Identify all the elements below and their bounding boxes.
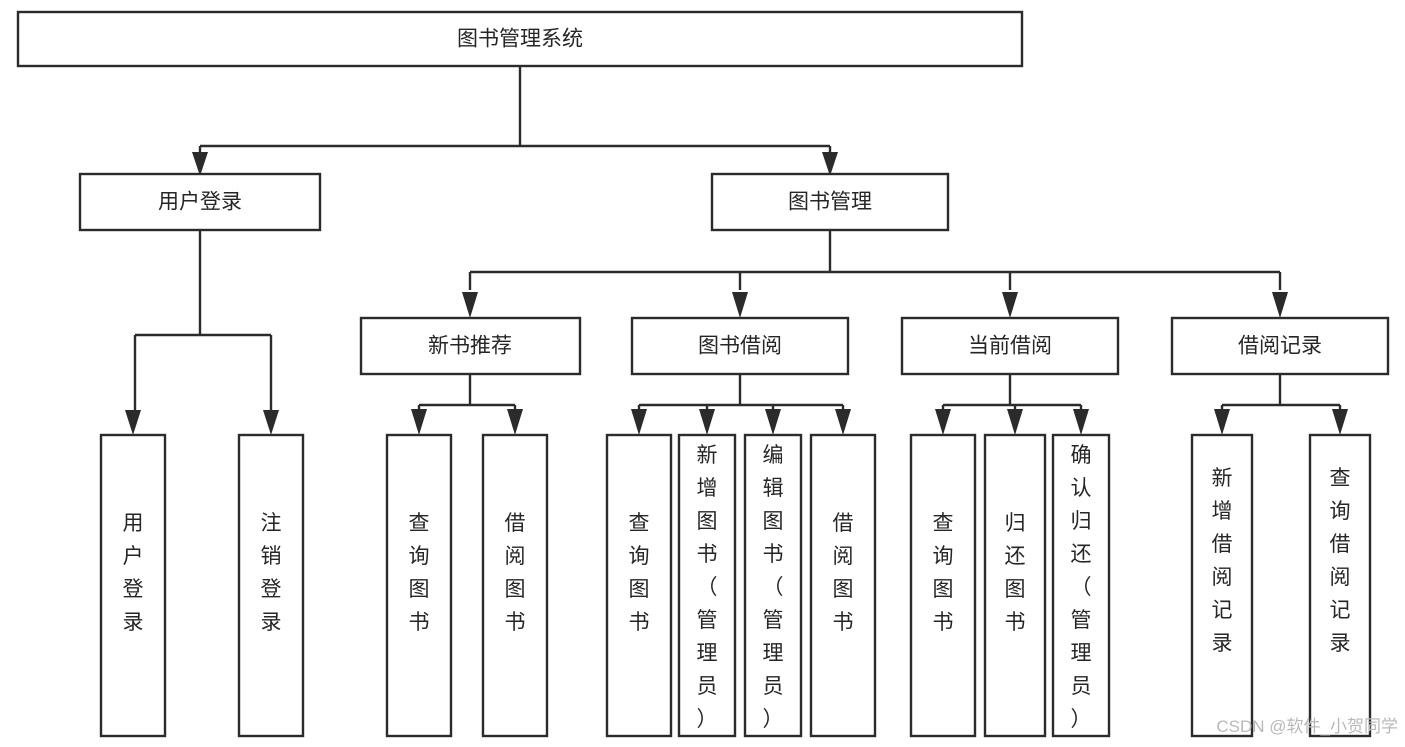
link-borrow-record-bus <box>1220 374 1342 414</box>
node-leaf-edit-book-admin-label: 编辑图书（管理员） <box>763 444 784 731</box>
arrow-to-book-borrow <box>732 292 748 318</box>
arrow-to-leaf-query-borrow-record <box>1332 409 1348 435</box>
node-borrow-record-label: 借阅记录 <box>1238 335 1322 358</box>
node-borrow-record[interactable]: 借阅记录 <box>1170 316 1390 376</box>
arrow-to-current-borrow <box>1002 292 1018 318</box>
node-book-borrow-box[interactable] <box>630 316 850 376</box>
node-book-borrow-label: 图书借阅 <box>698 335 782 358</box>
arrow-to-leaf-return-book <box>1007 409 1023 435</box>
link-book-borrow-bus <box>637 374 845 414</box>
arrow-to-user-login <box>192 152 208 176</box>
node-leaf-logout[interactable]: 注销登录 <box>237 433 305 738</box>
node-leaf-query-borrow-record[interactable]: 查询借阅记录 <box>1308 433 1372 738</box>
link-root-to-level2-bus <box>198 66 832 162</box>
arrow-to-new-book-recommend <box>462 292 478 318</box>
node-leaf-add-borrow-record[interactable]: 新增借阅记录 <box>1190 433 1254 738</box>
arrow-to-leaf-query-book-recommend <box>411 409 427 435</box>
csdn-watermark: CSDN @软件_小贺同学 <box>1216 717 1398 736</box>
node-leaf-query-book-borrow-label: 查询图书 <box>629 512 650 634</box>
arrow-to-leaf-borrow-book <box>835 409 851 435</box>
link-current-borrow-bus <box>941 374 1083 414</box>
node-book-manage-box[interactable] <box>710 172 950 232</box>
node-leaf-logout-label: 注销登录 <box>261 512 282 634</box>
node-leaf-return-book-box[interactable] <box>983 433 1047 738</box>
node-current-borrow-box[interactable] <box>900 316 1120 376</box>
node-leaf-edit-book-admin-box[interactable] <box>743 433 803 738</box>
link-user-login-bus <box>133 230 273 422</box>
node-new-book-recommend-label: 新书推荐 <box>428 335 512 358</box>
arrow-to-leaf-edit-book-admin <box>765 409 781 435</box>
node-leaf-query-book-current-label: 查询图书 <box>933 512 954 634</box>
node-book-manage[interactable]: 图书管理 <box>710 172 950 232</box>
node-leaf-add-borrow-record-box[interactable] <box>1190 433 1254 738</box>
node-new-book-recommend[interactable]: 新书推荐 <box>359 316 582 376</box>
node-leaf-borrow-book[interactable]: 借阅图书 <box>809 433 877 738</box>
node-leaf-user-login-box[interactable] <box>99 433 167 738</box>
node-leaf-borrow-book-label: 借阅图书 <box>833 512 854 634</box>
arrow-to-leaf-add-book-admin <box>699 409 715 435</box>
arrow-to-leaf-add-borrow-record <box>1214 409 1230 435</box>
node-leaf-borrow-book-box[interactable] <box>809 433 877 738</box>
node-new-book-recommend-box[interactable] <box>359 316 582 376</box>
node-leaf-confirm-return-admin[interactable]: 确认归还（管理员） <box>1051 433 1111 738</box>
node-leaf-query-book-current[interactable]: 查询图书 <box>909 433 977 738</box>
node-book-manage-label: 图书管理 <box>788 191 872 214</box>
node-leaf-add-book-admin-label: 新增图书（管理员） <box>697 444 718 731</box>
arrow-to-leaf-borrow-book-recommend <box>507 409 523 435</box>
node-leaf-add-book-admin-box[interactable] <box>677 433 737 738</box>
arrow-to-book-manage <box>822 152 838 176</box>
node-leaf-query-book-current-box[interactable] <box>909 433 977 738</box>
node-leaf-query-book-recommend-box[interactable] <box>385 433 453 738</box>
node-leaf-query-borrow-record-box[interactable] <box>1308 433 1372 738</box>
node-root[interactable]: 图书管理系统 <box>16 10 1024 68</box>
node-leaf-query-book-borrow-box[interactable] <box>605 433 673 738</box>
node-leaf-query-book-recommend-label: 查询图书 <box>409 512 430 634</box>
node-leaf-logout-box[interactable] <box>237 433 305 738</box>
arrow-to-leaf-user-login <box>125 410 141 435</box>
link-new-book-recommend-bus <box>417 374 517 414</box>
node-root-label: 图书管理系统 <box>457 28 583 51</box>
node-leaf-user-login-label: 用户登录 <box>123 512 144 634</box>
node-root-box[interactable] <box>16 10 1024 68</box>
node-leaf-confirm-return-admin-label: 确认归还（管理员） <box>1071 444 1092 731</box>
node-current-borrow[interactable]: 当前借阅 <box>900 316 1120 376</box>
node-current-borrow-label: 当前借阅 <box>968 335 1052 358</box>
arrow-to-leaf-logout <box>263 410 279 435</box>
arrow-to-borrow-record <box>1272 292 1288 318</box>
connector-layer <box>125 66 1348 435</box>
node-leaf-return-book[interactable]: 归还图书 <box>983 433 1047 738</box>
node-leaf-borrow-book-recommend[interactable]: 借阅图书 <box>481 433 549 738</box>
node-borrow-record-box[interactable] <box>1170 316 1390 376</box>
arrow-to-leaf-query-book-borrow <box>631 409 647 435</box>
node-leaf-query-borrow-record-label: 查询借阅记录 <box>1330 467 1351 655</box>
node-user-login-label: 用户登录 <box>158 191 242 214</box>
node-leaf-confirm-return-admin-box[interactable] <box>1051 433 1111 738</box>
node-leaf-add-book-admin[interactable]: 新增图书（管理员） <box>677 433 737 738</box>
node-leaf-borrow-book-recommend-box[interactable] <box>481 433 549 738</box>
node-book-borrow[interactable]: 图书借阅 <box>630 316 850 376</box>
node-leaf-borrow-book-recommend-label: 借阅图书 <box>505 512 526 634</box>
arrow-to-leaf-confirm-return-admin <box>1073 409 1089 435</box>
node-user-login-box[interactable] <box>78 172 322 232</box>
arrow-to-leaf-query-book-current <box>935 409 951 435</box>
node-user-login[interactable]: 用户登录 <box>78 172 322 232</box>
link-book-manage-bus <box>468 230 1282 290</box>
node-leaf-return-book-label: 归还图书 <box>1005 512 1026 634</box>
node-leaf-add-borrow-record-label: 新增借阅记录 <box>1212 467 1233 655</box>
node-leaf-query-book-borrow[interactable]: 查询图书 <box>605 433 673 738</box>
node-leaf-query-book-recommend[interactable]: 查询图书 <box>385 433 453 738</box>
node-leaf-user-login[interactable]: 用户登录 <box>99 433 167 738</box>
node-leaf-edit-book-admin[interactable]: 编辑图书（管理员） <box>743 433 803 738</box>
